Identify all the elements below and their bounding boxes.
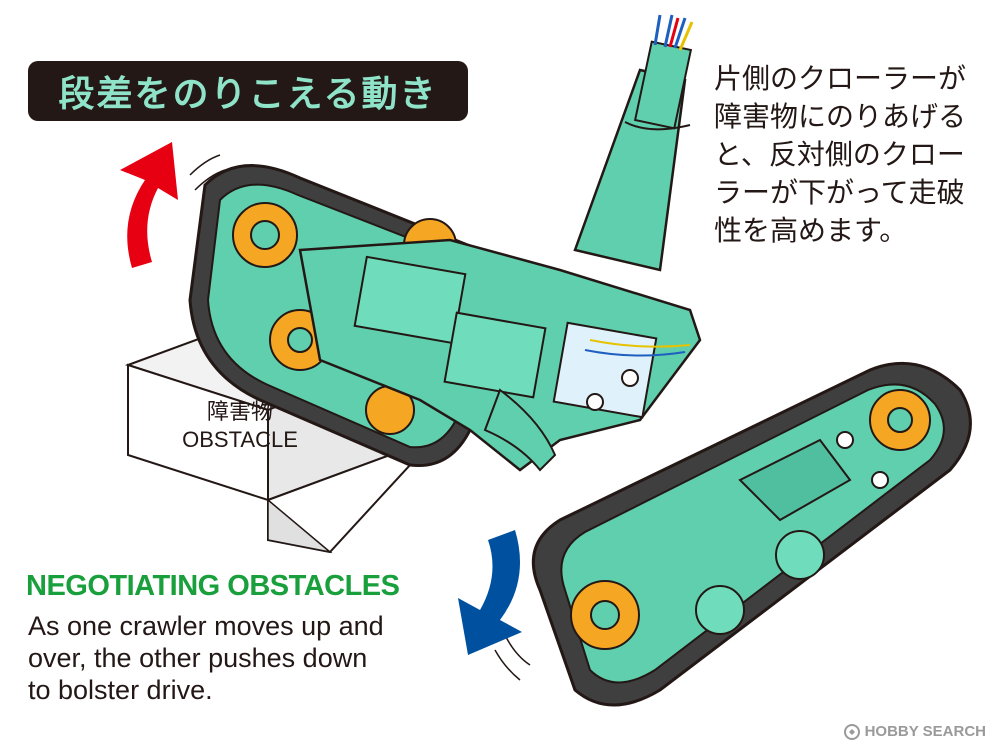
red-curved-up-arrow-icon <box>120 142 178 268</box>
title-banner: 段差をのりこえる動き <box>28 61 468 121</box>
jp-description-line: と、反対側のクロー <box>714 138 965 171</box>
jp-description-line: 障害物にのりあげる <box>714 100 967 133</box>
jp-description-line: 性を高めます。 <box>714 214 908 247</box>
page-title: 段差をのりこえる動き <box>58 74 438 115</box>
en-heading: NEGOTIATING OBSTACLES <box>26 570 400 602</box>
right-crawler-track <box>531 361 972 707</box>
obstacle-label-en: OBSTACLE <box>182 427 298 452</box>
jp-description: 片側のクローラーが 障害物にのりあげる と、反対側のクロー ラーが下がって走破 … <box>714 60 994 250</box>
en-description-line: to bolster drive. <box>28 675 213 705</box>
motion-lines-top <box>189 154 226 191</box>
blue-curved-down-arrow-icon <box>458 530 522 655</box>
watermark: HOBBY SEARCH <box>843 723 986 740</box>
en-description: As one crawler moves up and over, the ot… <box>28 610 438 706</box>
en-description-line: As one crawler moves up and <box>28 611 384 641</box>
motion-lines-bottom <box>494 634 531 681</box>
chassis-body <box>298 14 702 472</box>
jp-description-line: ラーが下がって走破 <box>714 176 965 209</box>
jp-description-line: 片側のクローラーが <box>714 62 967 95</box>
en-description-line: over, the other pushes down <box>28 643 368 673</box>
obstacle-label: 障害物 OBSTACLE <box>170 398 310 454</box>
watermark-text: HOBBY SEARCH <box>864 723 986 740</box>
watermark-logo-icon <box>843 723 860 740</box>
obstacle-label-jp: 障害物 <box>206 399 273 424</box>
